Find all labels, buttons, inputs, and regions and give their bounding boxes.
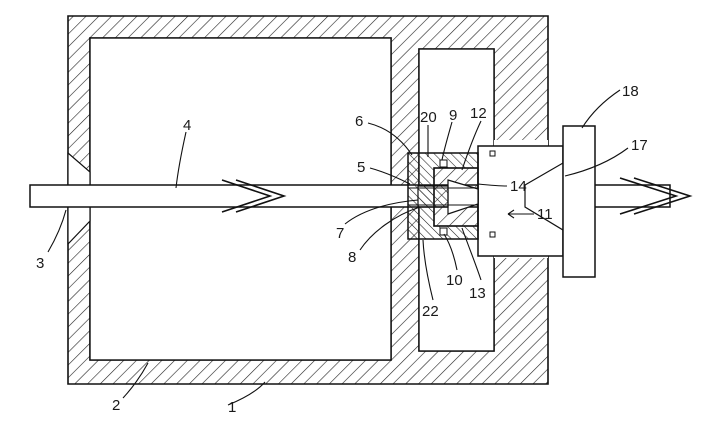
sleeve-stud-top <box>490 151 495 156</box>
leader-18 <box>582 90 620 128</box>
ref-17: 17 <box>631 137 648 154</box>
ref-9: 9 <box>449 107 457 124</box>
flange <box>563 126 595 277</box>
die-nozzle <box>418 186 448 207</box>
ref-8: 8 <box>348 249 356 266</box>
ref-22: 22 <box>422 303 439 320</box>
ref-10: 10 <box>446 272 463 289</box>
ref-18: 18 <box>622 83 639 100</box>
ref-7: 7 <box>336 225 344 242</box>
ref-13: 13 <box>469 285 486 302</box>
ref-1: 1 <box>228 399 236 416</box>
ref-14: 14 <box>510 178 527 195</box>
ref-3: 3 <box>36 255 44 272</box>
die-seal-bottom <box>440 228 447 235</box>
ref-4: 4 <box>183 117 191 134</box>
ref-12: 12 <box>470 105 487 122</box>
leader-3 <box>48 210 66 252</box>
sleeve-stud-bottom <box>490 232 495 237</box>
ref-6: 6 <box>355 113 363 130</box>
ref-20: 20 <box>420 109 437 126</box>
die-seal-top <box>440 160 447 167</box>
die-assembly <box>408 153 478 239</box>
ref-5: 5 <box>357 159 365 176</box>
ref-11: 11 <box>537 206 553 223</box>
ref-2: 2 <box>112 397 120 414</box>
